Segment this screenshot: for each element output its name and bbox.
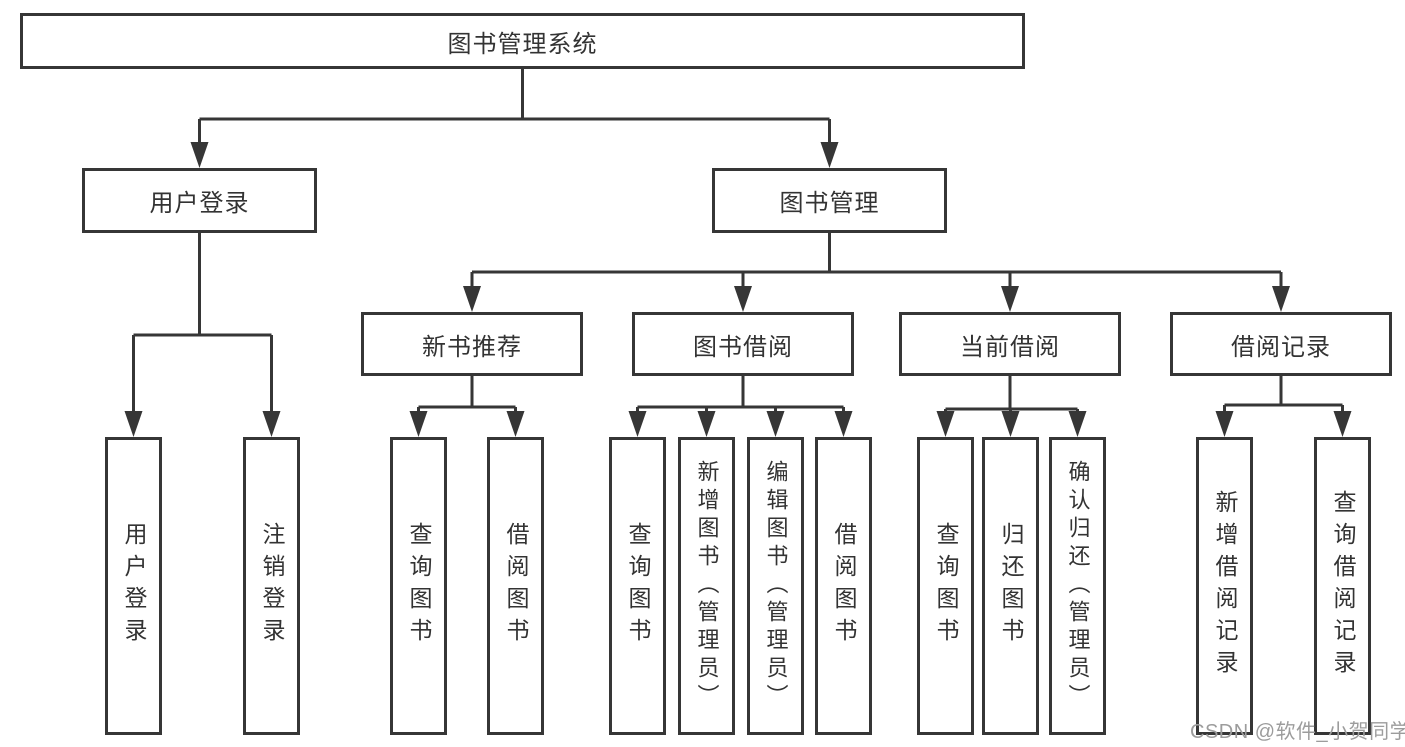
node-book-management-label: 图书管理 — [779, 190, 880, 217]
leaf-query-books-recommend-label: 查询图书 — [406, 522, 432, 650]
leaf-borrow-books-recommend: 借阅图书 — [487, 437, 544, 735]
arrowhead-root — [190, 142, 839, 168]
leaf-user-login-label: 用户登录 — [121, 522, 147, 650]
node-user-login: 用户登录 — [82, 168, 317, 233]
node-borrow-records-label: 借阅记录 — [1231, 333, 1331, 361]
connector-borrow-records — [1223, 376, 1344, 413]
connector-current-borrow — [944, 376, 1079, 413]
node-root-label: 图书管理系统 — [447, 30, 598, 58]
leaf-query-books-current-label: 查询图书 — [933, 522, 959, 650]
node-book-management: 图书管理 — [712, 168, 947, 233]
connector-root — [198, 69, 831, 146]
node-current-borrow-label: 当前借阅 — [960, 333, 1060, 361]
arrowhead-borrow-records — [1215, 411, 1352, 437]
leaf-edit-books-admin-label: 编辑图书（管理员） — [763, 460, 789, 712]
node-root-system: 图书管理系统 — [20, 13, 1025, 69]
leaf-add-borrow-record: 新增借阅记录 — [1196, 437, 1253, 735]
leaf-logout-label: 注销登录 — [259, 522, 285, 650]
leaf-confirm-return-admin-label: 确认归还（管理员） — [1065, 460, 1091, 712]
leaf-query-books-current: 查询图书 — [917, 437, 974, 735]
leaf-user-login: 用户登录 — [105, 437, 162, 735]
connector-user-login — [132, 233, 273, 413]
leaf-logout: 注销登录 — [243, 437, 300, 735]
csdn-watermark: CSDN @软件_小贺同学 — [1190, 721, 1405, 743]
leaf-add-borrow-record-label: 新增借阅记录 — [1212, 490, 1238, 682]
leaf-edit-books-admin: 编辑图书（管理员） — [747, 437, 804, 735]
connector-book-management — [470, 233, 1283, 288]
arrowhead-user-login — [124, 411, 281, 437]
arrowhead-new-book-recommend — [409, 411, 525, 437]
arrowhead-current-borrow — [936, 411, 1087, 437]
node-user-login-label: 用户登录 — [149, 190, 250, 217]
leaf-borrow-books-recommend-label: 借阅图书 — [503, 522, 529, 650]
leaf-query-books-borrow: 查询图书 — [609, 437, 666, 735]
leaf-add-books-admin: 新增图书（管理员） — [678, 437, 735, 735]
leaf-borrow-books-label: 借阅图书 — [831, 522, 857, 650]
node-book-borrow: 图书借阅 — [632, 312, 854, 376]
leaf-return-books: 归还图书 — [982, 437, 1039, 735]
leaf-add-books-admin-label: 新增图书（管理员） — [694, 460, 720, 712]
leaf-borrow-books: 借阅图书 — [815, 437, 872, 735]
node-borrow-records: 借阅记录 — [1170, 312, 1392, 376]
leaf-return-books-label: 归还图书 — [998, 522, 1024, 650]
node-book-borrow-label: 图书借阅 — [693, 333, 793, 361]
leaf-query-books-borrow-label: 查询图书 — [625, 522, 651, 650]
leaf-query-borrow-record: 查询借阅记录 — [1314, 437, 1371, 735]
node-new-book-recommend-label: 新书推荐 — [422, 333, 522, 361]
leaf-query-borrow-record-label: 查询借阅记录 — [1330, 490, 1356, 682]
node-new-book-recommend: 新书推荐 — [361, 312, 583, 376]
leaf-query-books-recommend: 查询图书 — [390, 437, 447, 735]
leaf-confirm-return-admin: 确认归还（管理员） — [1049, 437, 1106, 735]
arrowhead-book-management — [463, 286, 1290, 312]
node-current-borrow: 当前借阅 — [899, 312, 1121, 376]
arrowhead-book-borrow — [628, 411, 853, 437]
connector-book-borrow — [636, 376, 845, 413]
connector-new-book-recommend — [417, 376, 517, 413]
